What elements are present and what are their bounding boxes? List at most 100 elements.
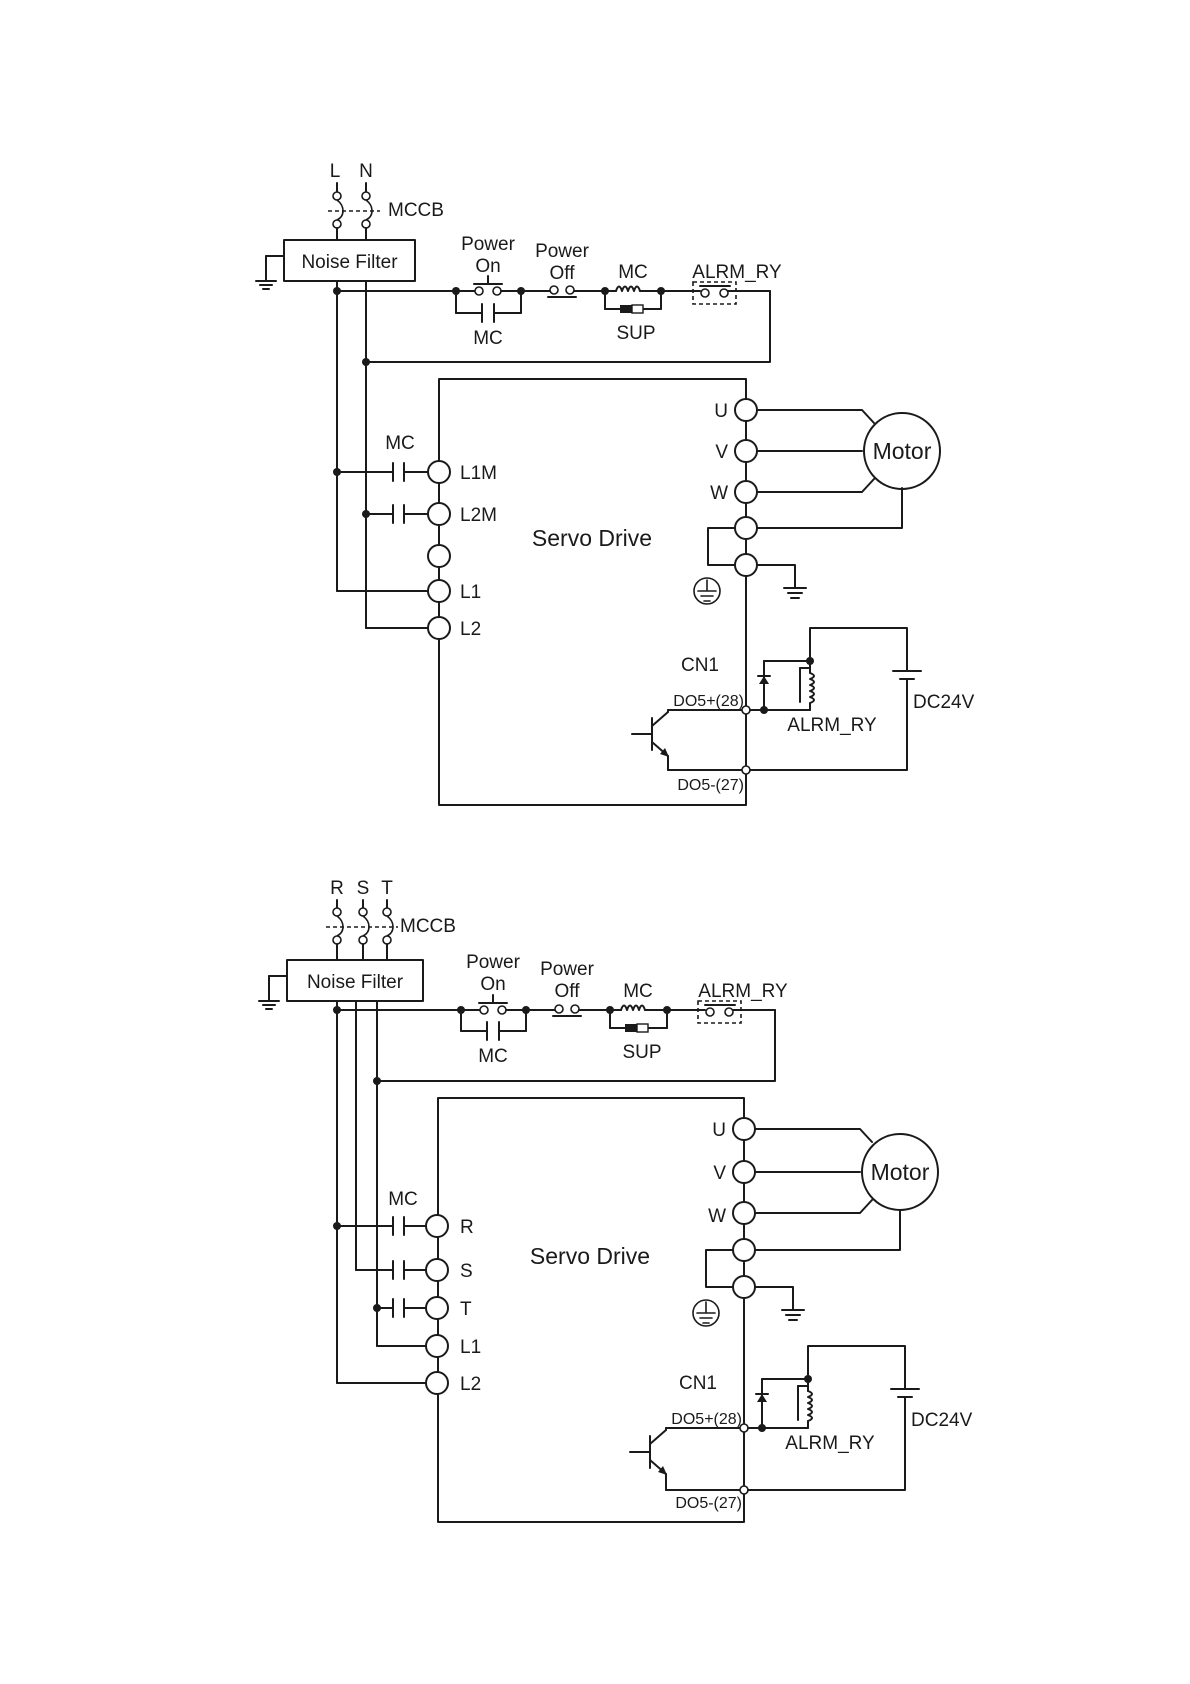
alarm-relay-contact-3p (667, 1001, 775, 1023)
terminal-label-v-3p: V (713, 1163, 726, 1184)
power-off-button (521, 286, 600, 297)
mccb-breaker-3p (326, 900, 398, 960)
terminal-l1m (428, 461, 450, 483)
terminal-label-r: R (460, 1217, 474, 1238)
terminal-l1 (428, 580, 450, 602)
do-minus-label: DO5-(27) (677, 777, 744, 794)
motor-label: Motor (873, 438, 932, 464)
terminal-l2 (428, 617, 450, 639)
alarm-contact-label-3p: ALRM_RY (698, 981, 788, 1002)
terminal-label-l1m: L1M (460, 463, 497, 484)
terminal-label-l2: L2 (460, 619, 481, 640)
terminal-t (426, 1297, 448, 1319)
surge-suppressor-3p (625, 1024, 648, 1032)
terminal-motor-ground-3p (733, 1239, 755, 1261)
terminal-label-u: U (714, 401, 728, 422)
protective-earth-icon (694, 578, 720, 604)
mc-coil-label: MC (618, 262, 648, 283)
input-contact-label: MC (385, 433, 415, 454)
noise-filter-label: Noise Filter (301, 252, 398, 273)
power-on-label-2: On (475, 256, 500, 277)
supply-label-n: N (359, 161, 373, 182)
power-off-label-1: Power (535, 241, 590, 262)
power-off-button-3p (526, 1005, 605, 1016)
mc-holding-contact (456, 287, 525, 322)
terminal-v-3p (733, 1161, 755, 1183)
servo-drive-box (439, 379, 746, 805)
drive-ground-icon-3p (782, 1310, 804, 1320)
power-off-label-2-3p: Off (555, 981, 581, 1002)
do-plus-label: DO5+(28) (673, 693, 744, 710)
power-on-label-1-3p: Power (466, 952, 521, 973)
diagram-three-phase: R S T MCCB Noise Filter (259, 878, 973, 1522)
terminal-v (735, 440, 757, 462)
mccb-breaker (328, 183, 380, 240)
drive-ground-icon (784, 588, 806, 598)
noise-filter-label-3p: Noise Filter (307, 972, 404, 993)
protective-earth-icon-3p (693, 1300, 719, 1326)
terminal-w-3p (733, 1202, 755, 1224)
terminal-blank (428, 545, 450, 567)
do-minus-label-3p: DO5-(27) (675, 1495, 742, 1512)
mc-coil-label-3p: MC (623, 981, 653, 1002)
terminal-drive-ground (735, 554, 757, 576)
power-on-label-1: Power (461, 234, 516, 255)
servo-drive-label: Servo Drive (532, 525, 652, 551)
power-off-label-1-3p: Power (540, 959, 595, 980)
relay-label-3p: ALRM_RY (785, 1433, 875, 1454)
terminal-s (426, 1259, 448, 1281)
holding-contact-label-3p: MC (478, 1046, 508, 1067)
alarm-relay-coil-3p (748, 1375, 812, 1432)
output-transistor (632, 710, 746, 770)
dc-supply (750, 628, 921, 770)
power-on-button (456, 276, 521, 295)
output-transistor-3p (630, 1428, 744, 1490)
servo-drive-box-3p (438, 1098, 744, 1522)
terminal-label-l1-3p: L1 (460, 1337, 481, 1358)
motor-label-3p: Motor (871, 1159, 930, 1185)
terminal-w (735, 481, 757, 503)
supply-label-r: R (330, 878, 344, 899)
power-on-label-2-3p: On (480, 974, 505, 995)
terminal-label-w-3p: W (708, 1206, 726, 1227)
surge-suppressor (620, 305, 643, 313)
input-mc-contacts-3p (333, 1217, 426, 1383)
supply-label-s: S (357, 878, 370, 899)
terminal-r (426, 1215, 448, 1237)
dc24v-label: DC24V (913, 692, 975, 713)
power-on-button-3p (461, 995, 526, 1014)
filter-ground-icon (256, 256, 284, 289)
supply-label-t: T (381, 878, 393, 899)
terminal-motor-ground (735, 517, 757, 539)
cn1-label-3p: CN1 (679, 1373, 717, 1394)
terminal-label-l2-3p: L2 (460, 1374, 481, 1395)
sup-label-3p: SUP (622, 1042, 661, 1063)
alarm-relay-contact (661, 282, 770, 304)
sup-label: SUP (616, 323, 655, 344)
mccb-label: MCCB (388, 200, 444, 221)
terminal-label-w: W (710, 483, 728, 504)
cn1-label: CN1 (681, 655, 719, 676)
terminal-label-l1: L1 (460, 582, 481, 603)
terminal-l1-3p (426, 1335, 448, 1357)
terminal-label-t: T (460, 1299, 472, 1320)
alarm-relay-coil (750, 657, 814, 714)
mccb-label-3p: MCCB (400, 916, 456, 937)
flyback-diode-icon (758, 676, 770, 684)
holding-contact-label: MC (473, 328, 503, 349)
filter-ground-icon-3p (259, 976, 287, 1009)
terminal-label-v: V (715, 442, 728, 463)
terminal-label-s: S (460, 1261, 473, 1282)
do-plus-label-3p: DO5+(28) (671, 1411, 742, 1428)
input-mc-contacts (333, 463, 428, 628)
terminal-l2m (428, 503, 450, 525)
dc-supply-3p (748, 1346, 919, 1490)
alarm-contact-label: ALRM_RY (692, 262, 782, 283)
diagram-single-phase: L N MCCB Noise Filter (256, 161, 975, 805)
supply-label-l: L (330, 161, 341, 182)
power-off-label-2: Off (550, 263, 576, 284)
terminal-label-l2m: L2M (460, 505, 497, 526)
dc24v-label-3p: DC24V (911, 1410, 973, 1431)
terminal-l2-3p (426, 1372, 448, 1394)
